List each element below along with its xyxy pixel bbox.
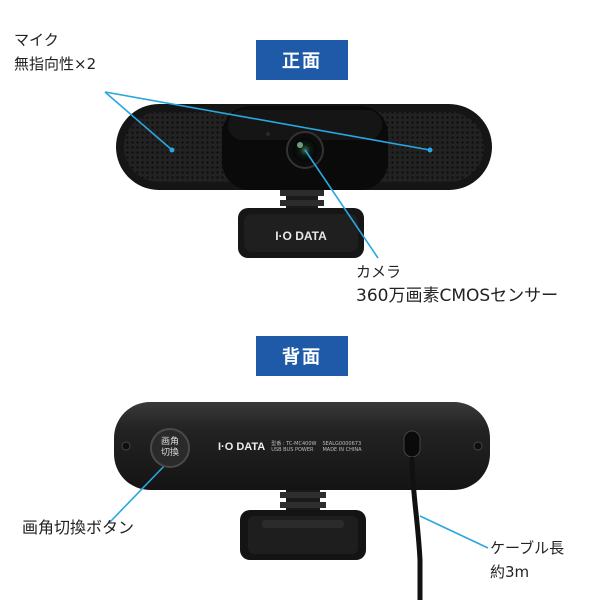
back-body (114, 402, 490, 490)
button-callout: 画角切換ボタン (22, 518, 135, 537)
back-brand-logo: I·O DATA (218, 441, 266, 453)
cable-callout-title: ケーブル長 (490, 539, 565, 557)
origin-label: MADE IN CHINA (322, 447, 362, 453)
power-label: USB BUS POWER (271, 447, 314, 453)
screw-left (121, 441, 131, 451)
mic-callout: マイク 無指向性×2 (14, 28, 96, 76)
back-view-badge: 背面 (256, 336, 348, 376)
back-callout-lines (109, 461, 489, 549)
camera-callout-title: カメラ (356, 263, 402, 281)
front-webcam: I·O DATA (116, 104, 492, 258)
view-angle-button-text-top: 画角 (160, 437, 179, 447)
usb-cable (409, 456, 423, 600)
mic-callout-detail: 無指向性×2 (14, 55, 97, 73)
camera-callout: カメラ 360万画素CMOSセンサー (356, 260, 558, 308)
model-label: 型番 : TC-MC400W (271, 441, 317, 447)
indicator-led (266, 132, 270, 136)
cable-callout: ケーブル長 約3m (490, 536, 564, 584)
front-view-badge: 正面 (256, 40, 348, 80)
front-callout-lines (104, 91, 431, 259)
view-angle-button-text-bottom: 切換 (160, 448, 179, 458)
back-label-plate: I·O DATA 型番 : TC-MC400W USB BUS POWER SE… (218, 436, 378, 458)
mic-callout-title: マイク (14, 31, 59, 49)
cable-port (403, 430, 421, 458)
serial-label: SEALG0000673 (322, 441, 362, 447)
screw-right (473, 441, 483, 451)
front-brand-logo: I·O DATA (275, 229, 327, 243)
camera-callout-detail: 360万画素CMOSセンサー (356, 286, 559, 306)
back-webcam (114, 402, 490, 600)
view-angle-button[interactable]: 画角 切換 (150, 428, 190, 468)
cable-callout-detail: 約3m (490, 563, 530, 581)
